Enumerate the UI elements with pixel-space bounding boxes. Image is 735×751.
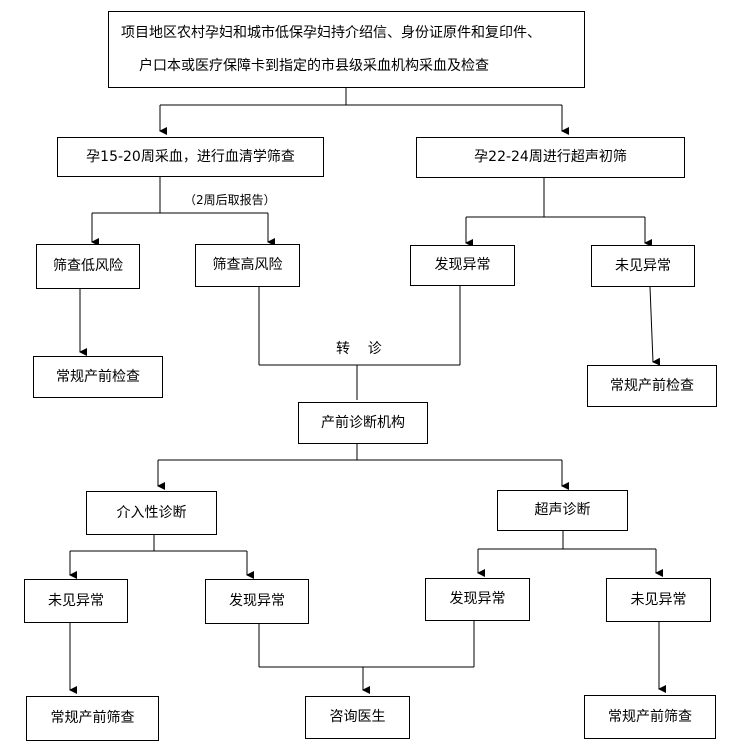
routine-screen-left-box: 常规产前筛查 [26,696,159,741]
routine-screen-right-box: 常规产前筛查 [584,695,716,739]
usd-abnormal-box: 发现异常 [425,578,530,621]
inv-abnormal-box: 发现异常 [205,579,309,624]
serum-screening-box: 孕15-20周采血，进行血清学筛查 [57,137,324,177]
usd-normal-box: 未见异常 [606,578,711,622]
us-abnormal-box: 发现异常 [410,245,515,286]
inv-normal-box: 未见异常 [24,579,128,623]
high-risk-box: 筛查高风险 [195,244,300,287]
ultrasound-screening-box: 孕22-24周进行超声初筛 [416,137,685,178]
low-risk-box: 筛查低风险 [36,244,140,289]
consult-doctor-box: 咨询医生 [305,696,410,739]
ultrasound-diagnosis-box: 超声诊断 [497,490,628,531]
us-normal-box: 未见异常 [591,245,695,287]
intake-line-2: 户口本或医疗保障卡到指定的市县级采血机构采血及检查 [139,57,489,74]
routine-check-left-box: 常规产前检查 [33,356,163,398]
report-note: （2周后取报告） [184,193,276,207]
intake-line-1: 项目地区农村孕妇和城市低保孕妇持介绍信、身份证原件和复印件、 [121,24,541,41]
intake-instructions-box: 项目地区农村孕妇和城市低保孕妇持介绍信、身份证原件和复印件、 户口本或医疗保障卡… [108,11,585,88]
invasive-diagnosis-box: 介入性诊断 [86,491,217,535]
routine-check-right-box: 常规产前检查 [587,365,717,407]
prenatal-center-box: 产前诊断机构 [298,402,428,444]
referral-label: 转 诊 [336,341,382,357]
